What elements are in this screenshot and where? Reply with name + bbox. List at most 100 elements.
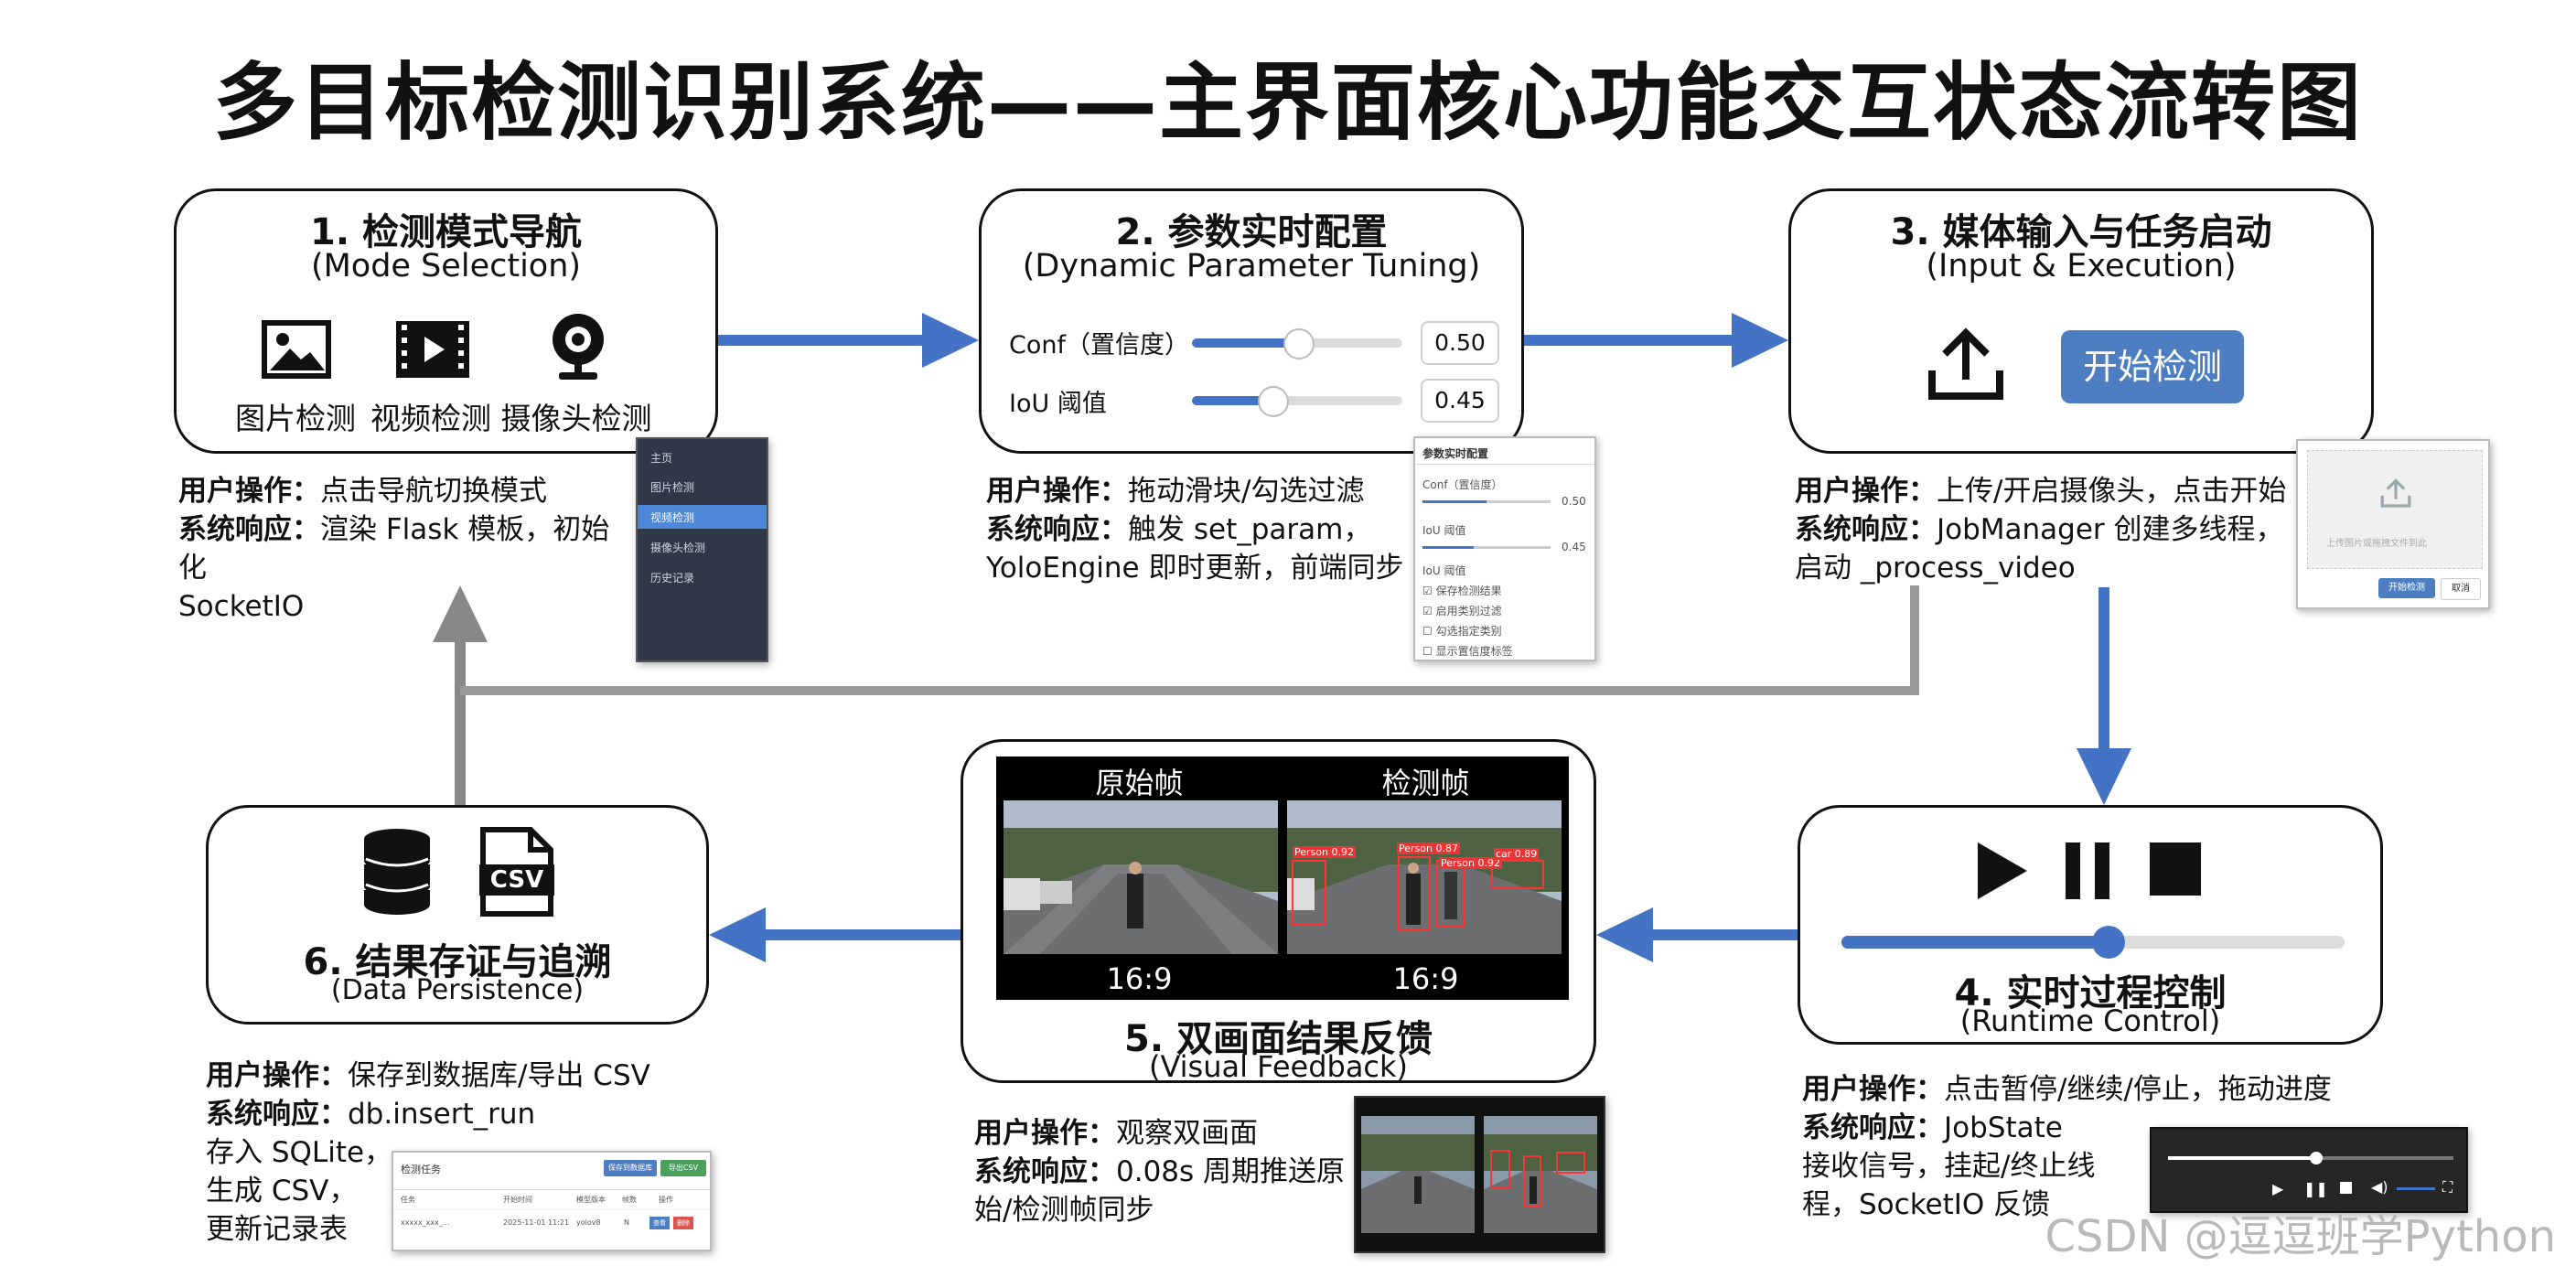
arrow-2-to-3 <box>1524 313 1788 368</box>
database-icon <box>362 828 432 916</box>
label-image-detection: 图片检测 <box>235 401 356 436</box>
step-6-title: 6. 结果存证与追溯 <box>303 941 612 983</box>
conf-label: Conf（置信度） <box>1009 331 1189 359</box>
view-row-button[interactable]: 查看 <box>649 1217 670 1229</box>
menu-item-history[interactable]: 历史记录 <box>650 572 695 585</box>
loop-line-3-to-1 <box>460 585 1919 695</box>
detection-label-4: car 0.89 <box>1494 848 1540 860</box>
step-3-title: 3. 媒体输入与任务启动 <box>1890 211 2272 253</box>
conf-slider[interactable] <box>1192 328 1402 359</box>
table-title: 检测任务 <box>401 1164 441 1175</box>
video-icon[interactable] <box>394 319 471 380</box>
step-2-title: 2. 参数实时配置 <box>1115 211 1388 253</box>
dialog-cancel-button[interactable]: 取消 <box>2441 578 2481 600</box>
step-4-title: 4. 实时过程控制 <box>1954 972 2227 1014</box>
panel-conf-value[interactable]: 0.50 <box>1562 495 1586 508</box>
ratio-left: 16:9 <box>1106 961 1173 996</box>
play-icon[interactable] <box>1974 841 2029 901</box>
step-2-box: 2. 参数实时配置 (Dynamic Parameter Tuning) Con… <box>979 188 1524 454</box>
detection-label-1: Person 0.92 <box>1293 846 1356 858</box>
step-2-subtitle: (Dynamic Parameter Tuning) <box>1022 248 1481 284</box>
step-5-box: 原始帧 检测帧 <box>961 739 1596 1084</box>
step-4-description: 用户操作：点击暂停/继续/停止，拖动进度 系统响应：JobState 接收信号，… <box>1802 1073 2332 1221</box>
menu-item-home[interactable]: 主页 <box>650 452 673 465</box>
step-3-description: 用户操作：上传/开启摄像头，点击开始 系统响应：JobManager 创建多线程… <box>1795 475 2287 585</box>
table-row: xxxxx_xxx_... <box>401 1218 450 1227</box>
progress-fill <box>1841 936 2109 949</box>
panel-check-4[interactable]: ☐ 显示置信度标签 <box>1422 645 1513 658</box>
menu-item-camera[interactable]: 摄像头检测 <box>650 542 706 554</box>
step-3-subtitle: (Input & Execution) <box>1926 248 2237 284</box>
iou-slider-fill <box>1192 396 1272 405</box>
progress-knob[interactable] <box>2091 926 2125 959</box>
upload-dialog-thumbnail: 上传图片或拖拽文件到此 开始检测 取消 <box>2296 439 2490 609</box>
save-db-button[interactable]: 保存到数据库 <box>604 1160 657 1176</box>
dialog-start-button[interactable]: 开始检测 <box>2378 578 2435 598</box>
panel-check-3[interactable]: ☐ 勾选指定类别 <box>1422 625 1502 638</box>
step-1-title: 1. 检测模式导航 <box>310 211 582 253</box>
delete-row-button[interactable]: 删除 <box>673 1217 693 1229</box>
mini-pause-icon[interactable]: ❚❚ <box>2303 1180 2328 1197</box>
diagram-title: 多目标检测识别系统——主界面核心功能交互状态流转图 <box>212 54 2363 152</box>
conf-slider-knob[interactable] <box>1283 328 1315 359</box>
panel-iou-value[interactable]: 0.45 <box>1562 541 1586 553</box>
sidebar-menu-thumbnail: 主页 图片检测 视频检测 摄像头检测 历史记录 <box>636 437 768 662</box>
start-detection-button[interactable]: 开始检测 <box>2061 330 2244 403</box>
step-1-box: 1. 检测模式导航 (Mode Selection) 图片检测 视频检测 <box>174 188 718 454</box>
iou-slider-knob[interactable] <box>1258 386 1290 417</box>
dual-frame-thumbnail <box>1354 1096 1605 1253</box>
arrow-5-to-6 <box>709 907 961 962</box>
mini-volume-slider[interactable] <box>2397 1187 2435 1190</box>
csv-file-icon: CSV <box>479 826 554 918</box>
step-6-box: CSV 6. 结果存证与追溯 (Data Persistence) <box>206 805 709 1025</box>
iou-slider[interactable] <box>1192 386 1402 417</box>
ratio-right: 16:9 <box>1392 961 1459 996</box>
panel-check-1[interactable]: ☑ 保存检测结果 <box>1422 585 1502 597</box>
watermark: CSDN @逗逗班学Python <box>2045 1211 2557 1262</box>
step-5-title: 5. 双画面结果反馈 <box>1124 1018 1433 1060</box>
menu-item-video[interactable]: 视频检测 <box>650 511 695 524</box>
mini-play-icon[interactable]: ▶ <box>2272 1180 2284 1197</box>
original-frame-label: 原始帧 <box>1095 766 1184 800</box>
original-frame-image <box>1004 800 1278 954</box>
detection-label-3: Person 0.92 <box>1439 857 1502 869</box>
step-3-box: 3. 媒体输入与任务启动 (Input & Execution) 开始检测 <box>1788 188 2374 454</box>
arrow-1-to-2 <box>718 313 979 368</box>
step-4-subtitle: (Runtime Control) <box>1959 1003 2221 1038</box>
mini-progress-bar[interactable] <box>2168 1152 2453 1164</box>
panel-check-2[interactable]: ☑ 启用类别过滤 <box>1422 605 1502 617</box>
mini-stop-icon[interactable] <box>2340 1182 2352 1194</box>
pause-icon[interactable] <box>2064 841 2111 901</box>
mini-fullscreen-icon[interactable]: ⛶ <box>2442 1178 2453 1196</box>
mini-volume-icon[interactable]: ◀) <box>2371 1178 2388 1196</box>
step-5-description: 用户操作：观察双画面 系统响应：0.08s 周期推送原 始/检测帧同步 <box>974 1117 1346 1227</box>
export-csv-button[interactable]: 导出CSV <box>660 1160 706 1176</box>
webcam-icon[interactable] <box>546 310 610 383</box>
stop-icon[interactable] <box>2148 841 2203 897</box>
step-1-description: 用户操作：点击导航切换模式 系统响应：渲染 Flask 模板，初始化 Socke… <box>178 475 610 623</box>
upload-small-icon <box>2380 478 2411 508</box>
detection-label-2: Person 0.87 <box>1397 842 1460 854</box>
image-icon[interactable] <box>261 319 332 380</box>
upload-dropzone[interactable]: 上传图片或拖拽文件到此 <box>2307 450 2483 569</box>
csv-icon-label: CSV <box>489 866 544 894</box>
panel-iou-label: IoU 阈值 <box>1422 524 1466 537</box>
param-panel-thumbnail: 参数实时配置 Conf（置信度） 0.50 IoU 阈值 0.45 IoU 阈值… <box>1413 436 1596 661</box>
player-controls-thumbnail: ▶ ❚❚ ◀) ⛶ <box>2150 1127 2468 1213</box>
arrow-4-to-5 <box>1596 907 1798 962</box>
conf-value[interactable]: 0.50 <box>1421 321 1499 365</box>
step-6-description: 用户操作：保存到数据库/导出 CSV 系统响应：db.insert_run 存入… <box>206 1059 650 1246</box>
conf-slider-fill <box>1192 338 1297 348</box>
step-5-subtitle: (Visual Feedback) <box>1148 1049 1409 1084</box>
iou-value[interactable]: 0.45 <box>1421 379 1499 423</box>
step-1-subtitle: (Mode Selection) <box>310 248 582 284</box>
label-video-detection: 视频检测 <box>370 401 491 436</box>
menu-item-active-highlight <box>638 505 767 529</box>
progress-bar[interactable] <box>1841 926 2345 959</box>
iou-label: IoU 阈值 <box>1009 390 1107 418</box>
arrow-3-to-4 <box>2077 587 2131 805</box>
upload-icon[interactable] <box>1925 325 2007 403</box>
label-camera-detection: 摄像头检测 <box>500 401 652 436</box>
menu-item-image[interactable]: 图片检测 <box>650 481 695 494</box>
